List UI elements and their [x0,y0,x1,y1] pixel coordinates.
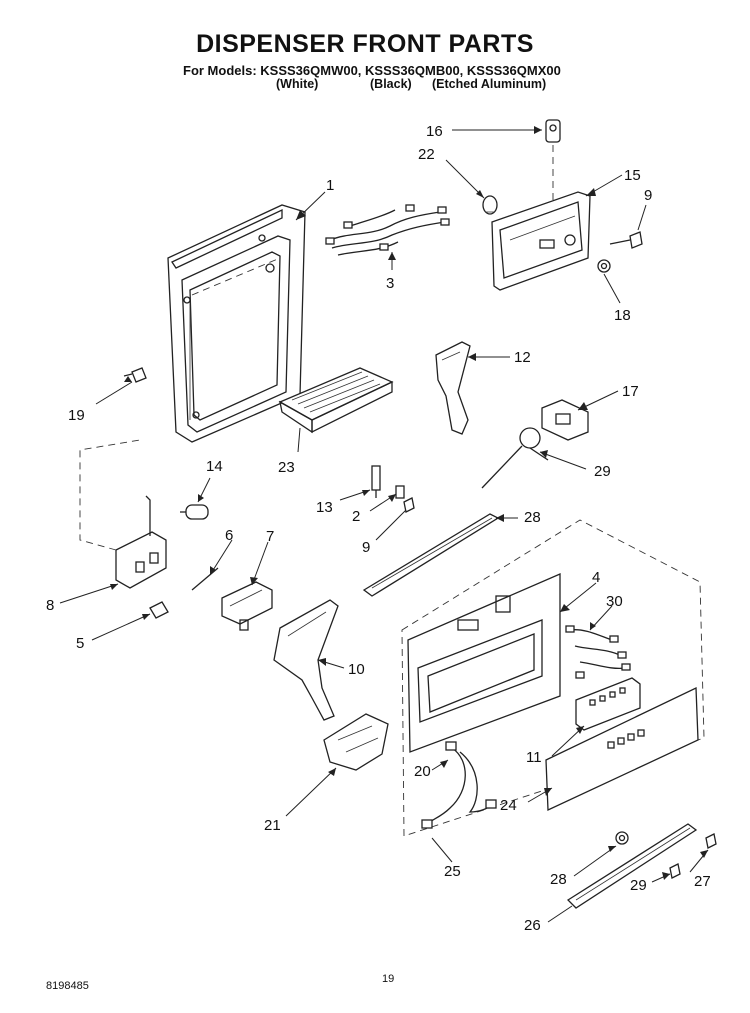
part-23-drip-tray [278,367,394,434]
page-title: DISPENSER FRONT PARTS [196,30,534,58]
callout-26: 26 [524,917,541,934]
callout-28-upper: 28 [524,509,541,526]
callout-29-upper: 29 [594,463,611,480]
callout-19: 19 [68,407,85,424]
part-8-control-module [79,439,167,589]
part-21-ice-chute [323,713,389,771]
part-11-switch-board [575,677,641,731]
callout-labels: 1 2 3 4 5 6 7 8 9 9 10 11 12 13 14 15 16… [46,123,711,934]
part-1-housing-frame [167,204,306,443]
callout-22: 22 [418,146,435,163]
callout-15: 15 [624,167,641,184]
page-number: 19 [382,973,395,985]
part-20-wire [421,741,497,829]
part-18-nut [597,259,611,273]
part-14-capacitor [180,504,209,520]
leader-lines [59,126,709,923]
callout-2: 2 [352,508,360,525]
callout-28-lower: 28 [550,871,567,888]
callout-24: 24 [500,797,517,814]
part-9-screw-middle [403,497,415,513]
part-29-spring-lever [481,427,549,489]
callout-23: 23 [278,459,295,476]
doc-number: 8198485 [46,980,89,992]
callout-9-upper: 9 [644,187,652,204]
part-29-screw-lower [669,863,681,879]
variant-black: (Black) [370,77,412,91]
callout-6: 6 [225,527,233,544]
callout-16: 16 [426,123,443,140]
part-2-plate [395,485,405,499]
models-line: For Models: KSSS36QMW00, KSSS36QMB00, KS… [183,63,561,78]
callout-18: 18 [614,307,631,324]
part-12-lever-bracket [435,341,471,435]
part-10-ice-lever [273,599,339,721]
part-15-upper-module [491,191,591,291]
callout-8: 8 [46,597,54,614]
part-28-washer [615,831,629,845]
callout-27: 27 [694,873,711,890]
callout-9-middle: 9 [362,539,370,556]
part-5-clip [149,601,169,619]
callout-21: 21 [264,817,281,834]
callout-10: 10 [348,661,365,678]
part-16-clip [545,119,561,205]
callout-30: 30 [606,593,623,610]
part-19-screw [123,367,147,383]
variant-aluminum: (Etched Aluminum) [432,77,547,91]
part-9-screw-upper [609,231,643,249]
callout-3: 3 [386,275,394,292]
callout-14: 14 [206,458,223,475]
part-3-wire-harness [325,204,450,256]
part-22-light-bulb [482,195,498,215]
callout-25: 25 [444,863,461,880]
callout-29-lower: 29 [630,877,647,894]
part-17-solenoid-bracket [541,399,589,441]
part-30-harness [565,625,631,679]
part-13-switch [371,465,381,498]
callout-4: 4 [592,569,600,586]
callout-12: 12 [514,349,531,366]
part-7-actuator [221,581,273,631]
part-4-front-panel [407,573,561,753]
part-28-light-strip [362,513,500,597]
callout-7: 7 [266,528,274,545]
part-25-kit-boundary [401,519,705,837]
callout-20: 20 [414,763,431,780]
callout-5: 5 [76,635,84,652]
callout-17: 17 [622,383,639,400]
part-26-trim-strip [566,823,698,909]
callout-13: 13 [316,499,333,516]
callout-1: 1 [326,177,334,194]
callout-11: 11 [526,749,542,766]
part-27-screw [705,833,717,849]
variant-white: (White) [276,77,319,91]
